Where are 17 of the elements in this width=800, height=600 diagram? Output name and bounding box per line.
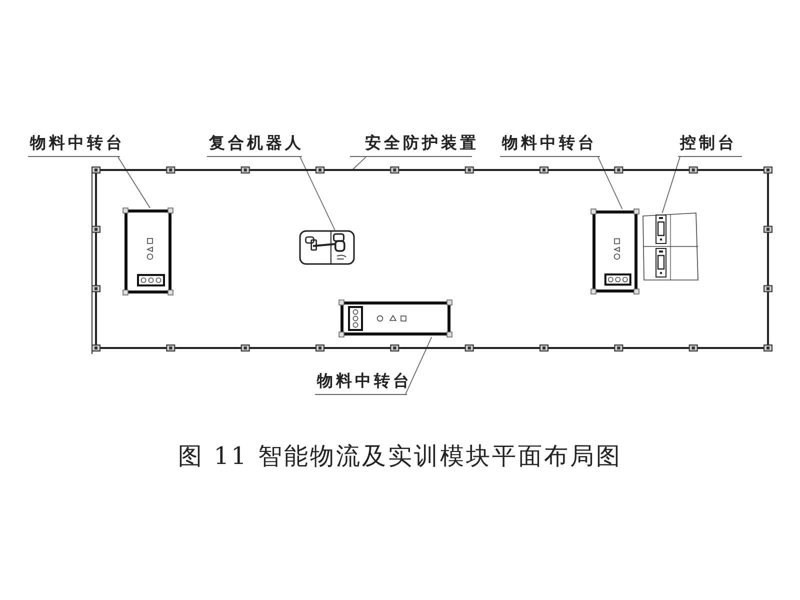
control-console bbox=[643, 213, 698, 280]
callout-label: 复合机器人 bbox=[207, 132, 302, 157]
transfer-table bbox=[123, 208, 173, 295]
transfer-table bbox=[591, 209, 639, 294]
leader-line bbox=[300, 156, 336, 230]
callout-label: 物料中转台 bbox=[315, 370, 407, 395]
callout-label: 物料中转台 bbox=[28, 132, 120, 157]
transfer-table bbox=[339, 300, 452, 337]
robot-drawing bbox=[299, 230, 355, 265]
figure-caption: 图 11 智能物流及实训模块平面布局图 bbox=[177, 441, 623, 472]
callout-label: 控制台 bbox=[678, 132, 742, 157]
leader-line bbox=[662, 156, 680, 214]
callout-label: 物料中转台 bbox=[500, 132, 600, 157]
leader-line bbox=[404, 336, 432, 396]
leader-line bbox=[118, 156, 150, 208]
leader-line bbox=[598, 156, 623, 210]
leader-line bbox=[352, 156, 366, 170]
